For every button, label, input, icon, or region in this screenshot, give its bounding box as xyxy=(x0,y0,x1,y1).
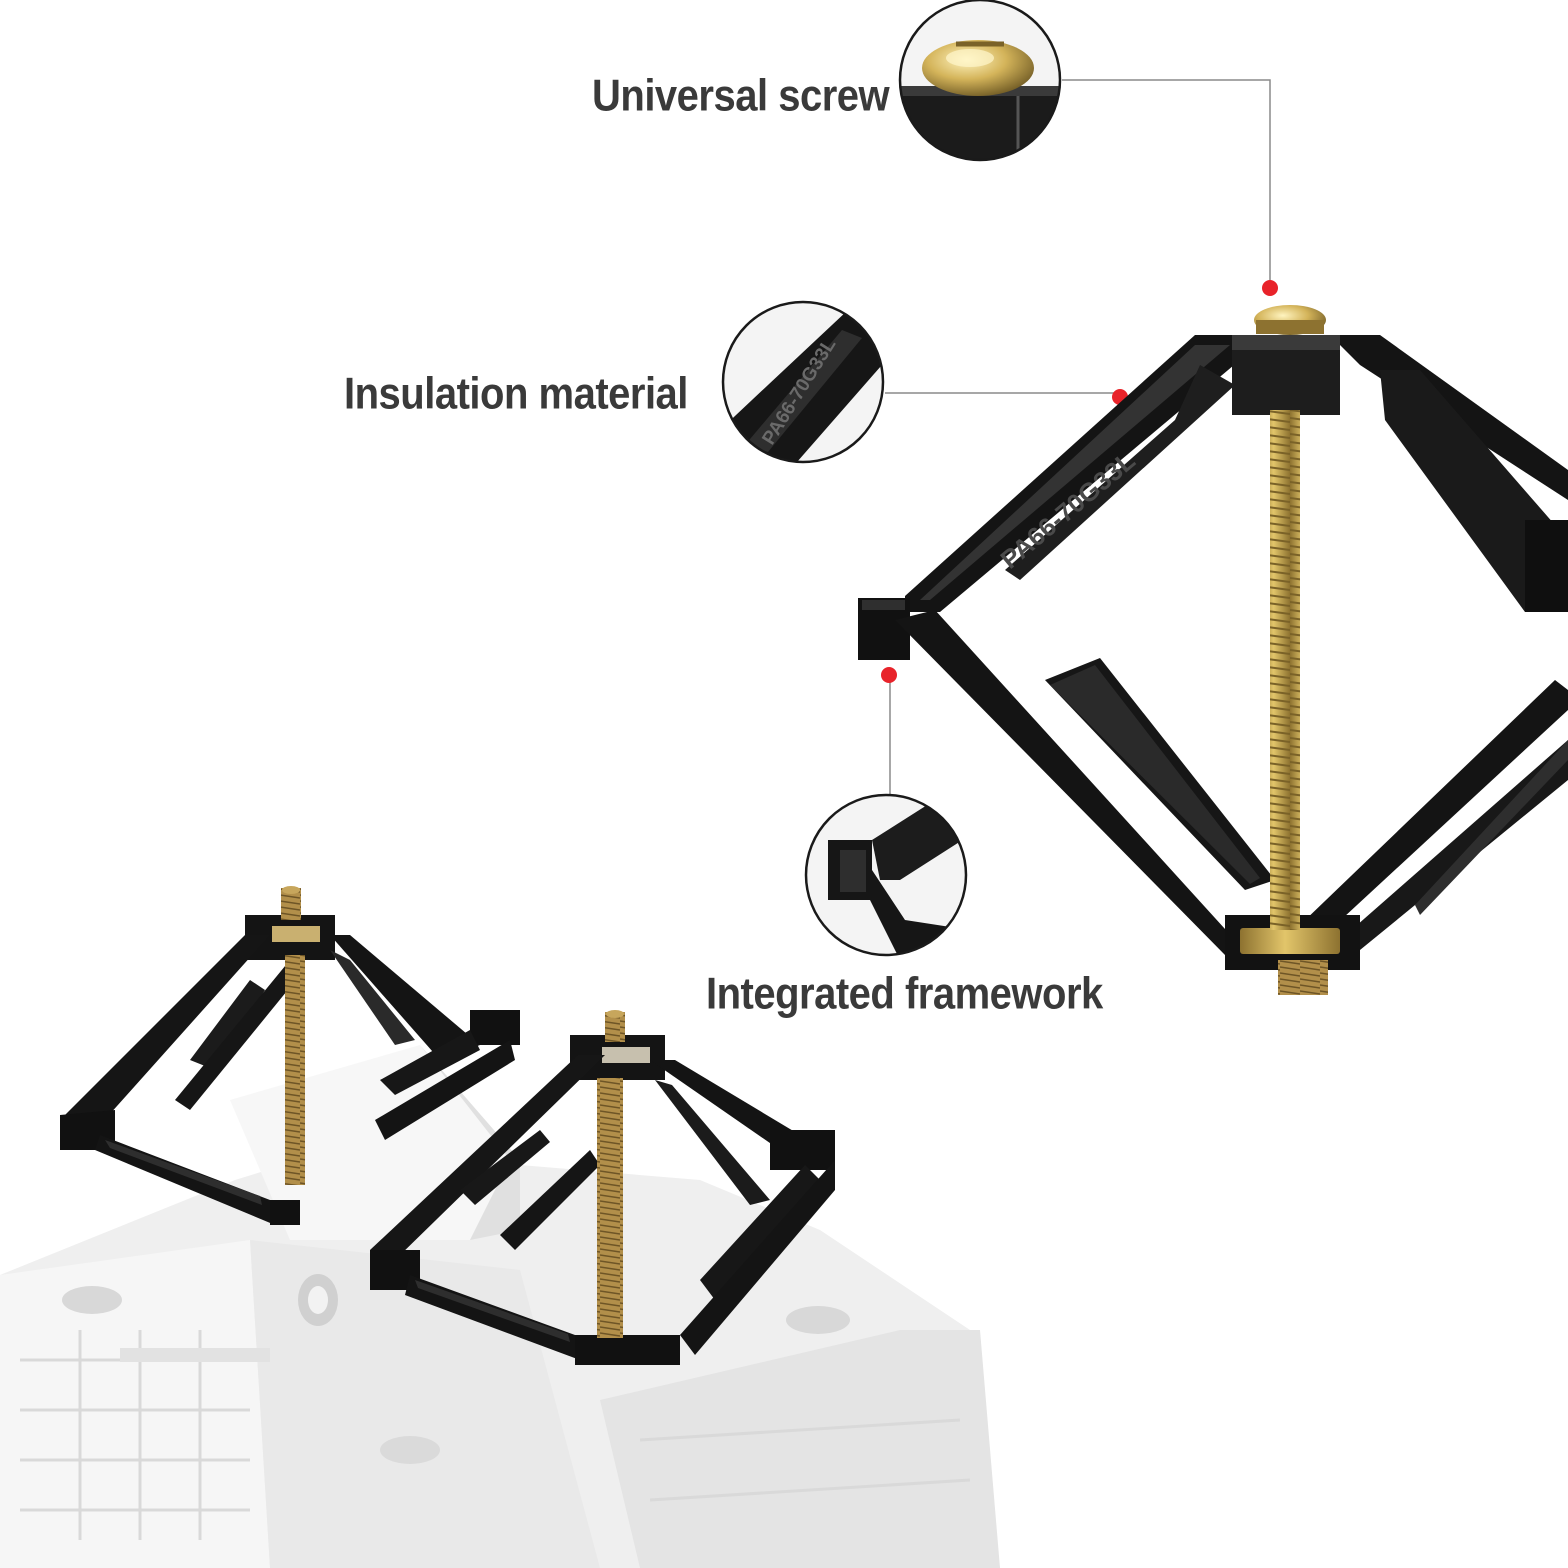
small-bracket-center xyxy=(370,1010,835,1365)
detail-circle-framework xyxy=(804,793,968,957)
switch-plate xyxy=(0,1045,1000,1568)
leader-lines xyxy=(885,79,1271,796)
main-bracket-lower-left-arm xyxy=(895,610,1235,955)
marker-dot-screw xyxy=(1262,280,1278,296)
main-bracket-lower-right-arm xyxy=(1300,680,1568,930)
small-bracket-left xyxy=(60,886,520,1225)
main-bracket-inner-left-arm xyxy=(1005,365,1235,580)
callout-label-integrated-framework: Integrated framework xyxy=(706,969,1103,1019)
callout-label-universal-screw: Universal screw xyxy=(592,71,890,121)
main-bracket-top-block xyxy=(1232,335,1340,415)
main-bracket-nut xyxy=(1240,928,1340,954)
marker-dot-framework xyxy=(881,667,897,683)
main-screw-rod xyxy=(1270,410,1300,930)
detail-circle-insulation: PA66-70G33L xyxy=(721,300,885,464)
main-bracket-left-lug xyxy=(858,598,910,660)
leader-line-screw xyxy=(1062,79,1271,285)
callout-label-insulation-material: Insulation material xyxy=(344,369,688,419)
detail-circle-screw xyxy=(898,0,1062,162)
main-bracket: PA66-70G33L xyxy=(858,305,1568,995)
